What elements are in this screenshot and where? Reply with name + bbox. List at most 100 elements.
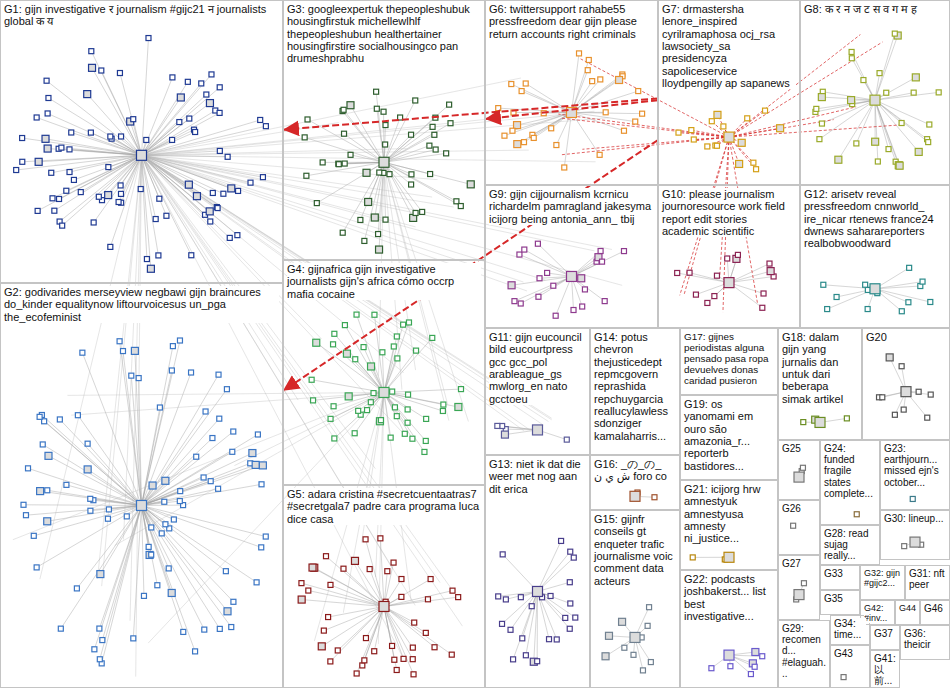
vertex-dot <box>378 418 383 423</box>
vertex-dot <box>96 194 101 199</box>
vertex-dot <box>521 140 526 145</box>
vertex-dot <box>171 517 176 522</box>
vertex-dot <box>509 82 514 87</box>
vertex-dot <box>736 160 743 167</box>
vertex-dot <box>586 57 591 62</box>
vertex-edge <box>816 100 875 109</box>
vertex-edge <box>40 155 142 579</box>
vertex-edge <box>131 376 141 506</box>
vertex-edge <box>142 505 196 651</box>
vertex-dot <box>605 632 612 639</box>
vertex-edge <box>370 569 384 606</box>
vertex-dot <box>870 284 880 294</box>
vertex-dot <box>636 89 641 94</box>
vertex-dot <box>562 165 567 170</box>
vertex-edge <box>234 392 384 465</box>
vertex-edge <box>94 505 141 649</box>
vertex-dot <box>870 95 880 105</box>
vertex-dot <box>342 323 347 328</box>
vertex-dot <box>352 431 357 436</box>
vertex-dot <box>390 643 395 648</box>
vertex-dot <box>44 78 49 83</box>
vertex-dot <box>231 429 236 434</box>
vertex-dot <box>848 97 855 104</box>
vertex-dot <box>849 56 854 61</box>
vertex-dot <box>342 161 347 166</box>
vertex-edge <box>22 138 141 155</box>
group-label: G34: time... <box>834 618 866 640</box>
vertex-dot <box>259 482 264 487</box>
vertex-dot <box>193 129 198 134</box>
vertex-dot <box>187 116 192 121</box>
vertex-dot <box>622 645 627 650</box>
vertex-edge <box>123 351 142 505</box>
vertex-dot <box>254 580 259 585</box>
group-panel: G16: _の_の_ ش ي ن foro co <box>590 455 680 510</box>
vertex-edge <box>142 489 219 506</box>
vertex-dot <box>801 581 806 586</box>
vertex-dot <box>60 223 65 228</box>
vertex-dot <box>50 196 55 201</box>
vertex-edge <box>330 606 384 661</box>
vertex-dot <box>399 577 404 582</box>
vertex-dot <box>817 137 822 142</box>
vertex-dot <box>877 71 882 76</box>
vertex-dot <box>523 653 528 658</box>
vertex-edge <box>101 71 141 156</box>
group-panel: G15: gijnfr conseils gt enqueter trafic … <box>590 510 680 688</box>
vertex-dot <box>385 569 390 574</box>
group-label: G14: potus chevron thejusticedept repmcg… <box>594 331 676 442</box>
vertex-dot <box>177 499 182 504</box>
vertex-dot <box>533 425 543 435</box>
vertex-dot <box>511 657 516 662</box>
vertex-dot <box>321 628 326 633</box>
vertex-dot <box>709 119 714 124</box>
vertex-dot <box>206 100 213 107</box>
vertex-dot <box>936 90 941 95</box>
group-label: G25 <box>782 443 801 454</box>
vertex-dot <box>405 420 410 425</box>
vertex-dot <box>567 626 572 631</box>
vertex-edge <box>46 139 142 155</box>
vertex-dot <box>367 567 372 572</box>
vertex-dot <box>371 214 378 221</box>
vertex-dot <box>376 232 381 237</box>
vertex-dot <box>97 571 104 578</box>
vertex-dot <box>675 270 680 275</box>
vertex-edge <box>94 155 142 222</box>
vertex-dot <box>358 217 363 222</box>
vertex-dot <box>92 647 97 652</box>
vertex-dot <box>467 181 474 188</box>
vertex-dot <box>340 230 345 235</box>
group-label: G46 <box>924 603 943 614</box>
vertex-dot <box>20 136 25 141</box>
vertex-dot <box>259 545 264 550</box>
vertex-dot <box>518 595 523 600</box>
group-label: G41: 以 前... <box>874 653 896 687</box>
vertex-edge <box>24 504 142 506</box>
vertex-edge <box>537 591 538 661</box>
vertex-dot <box>422 449 427 454</box>
vertex-edge <box>384 162 461 206</box>
vertex-edge <box>102 155 142 586</box>
vertex-edge <box>142 155 596 161</box>
vertex-dot <box>379 601 389 611</box>
vertex-edge <box>142 505 228 611</box>
vertex-edge <box>61 505 142 628</box>
vertex-edge <box>316 343 384 393</box>
vertex-dot <box>170 344 175 349</box>
vertex-dot <box>52 208 57 213</box>
vertex-dot <box>57 417 62 422</box>
vertex-dot <box>84 91 91 98</box>
group-panel: G11: gijn eucouncil bild eucourtpress gc… <box>485 328 590 455</box>
vertex-dot <box>78 190 83 195</box>
vertex-dot <box>535 241 540 246</box>
vertex-dot <box>255 432 260 437</box>
group-label: G31: nft peer <box>909 568 946 590</box>
vertex-dot <box>326 615 331 620</box>
vertex-dot <box>394 414 399 419</box>
vertex-dot <box>336 161 341 166</box>
vertex-dot <box>217 626 222 631</box>
vertex-dot <box>724 552 734 562</box>
